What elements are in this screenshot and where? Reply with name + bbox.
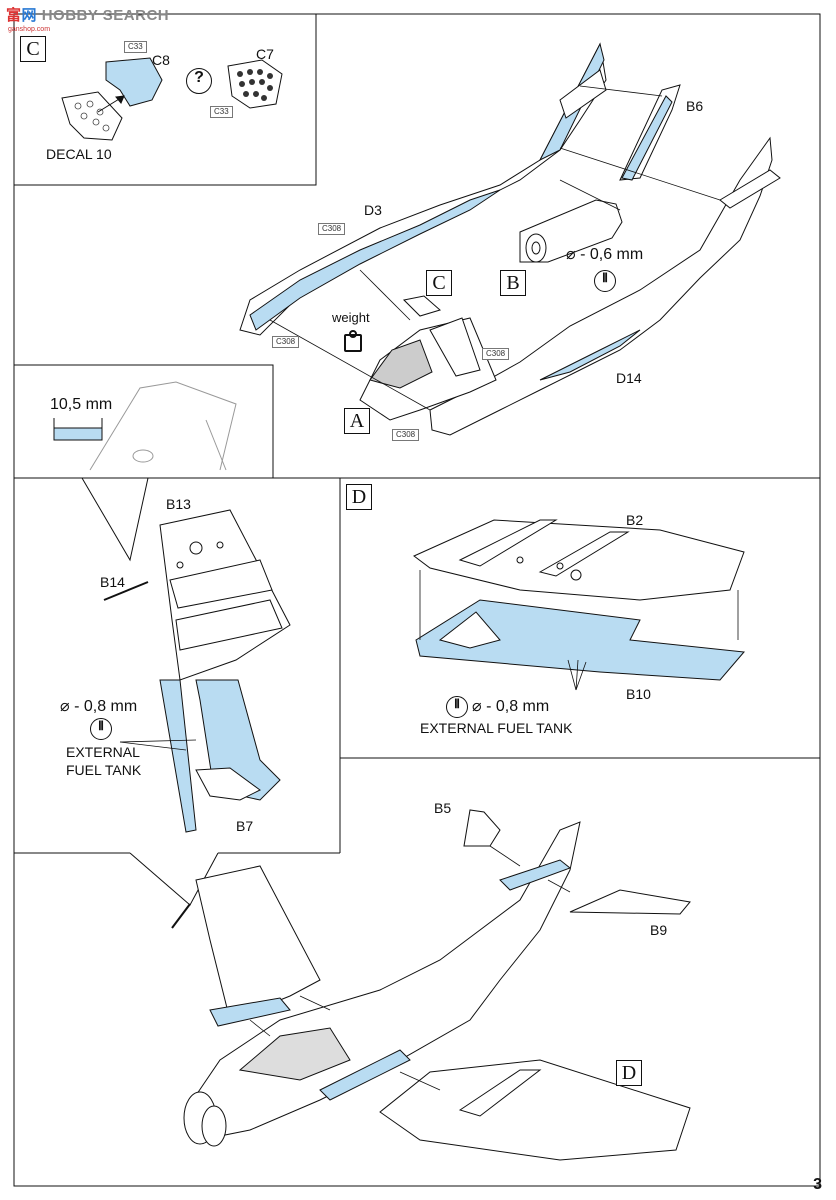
label-d14: D14 [616,370,642,386]
inset-c-frame [14,14,317,186]
page-frame [13,13,821,1187]
label-weight: weight [332,310,370,325]
part-b6 [619,84,681,181]
label-c7: C7 [256,46,274,62]
question-mark-icon: ? [186,68,212,94]
label-fuel-tank-left: FUEL TANK [66,762,142,778]
step-c-callout: C [426,270,452,296]
wing-tip-outline [89,381,237,471]
assembly-wing-right [379,1059,691,1161]
step-d-callout: D [616,1060,642,1086]
drill-icon-left: ⦀ [90,718,112,740]
assembly-fuselage [183,821,581,1147]
ref-c308-a: C308 [318,223,346,235]
cockpit-nose [359,295,497,421]
panel-c8 [105,57,163,107]
label-b13: B13 [166,496,191,512]
drill-icon-right: ⦀ [446,696,468,718]
label-b2: B2 [626,512,644,528]
label-drill-0-6: ⌀ - 0,6 mm [566,246,644,263]
part-b9 [569,889,691,915]
assembly-rod [171,903,191,929]
weight-icon [344,330,362,352]
wing-b13 [159,509,291,681]
decal-10-panel [61,91,123,141]
ref-c33-a: C33 [124,41,147,53]
step-a-callout: A [344,408,370,434]
fuselage-half-d3 [239,42,607,336]
tank-b [519,199,623,263]
ref-c33-b: C33 [210,106,233,118]
callout-wedge-1 [81,477,149,562]
measure-mark [53,418,103,441]
ref-c308-d: C308 [392,429,420,441]
step-c-badge: C [20,36,46,62]
label-b10: B10 [626,686,651,702]
label-b5: B5 [434,800,452,816]
wing-b2 [413,519,745,601]
label-b7: B7 [236,818,254,834]
ref-c308-b: C308 [272,336,300,348]
label-external-fuel-tank-right: EXTERNAL FUEL TANK [420,720,573,736]
watermark-url: ganshop.com [8,26,51,33]
ref-c308-c: C308 [482,348,510,360]
label-b6: B6 [686,98,704,114]
label-d3: D3 [364,202,382,218]
wing-b10 [415,599,745,681]
assembly-wing-left [195,865,321,1027]
inset-measure-frame [14,364,274,478]
label-drill-0-8-left: ⌀ - 0,8 mm [60,698,138,715]
part-b5 [463,809,501,847]
label-drill-0-8-right: ⌀ - 0,8 mm [472,698,550,715]
watermark-logo: 富网 HOBBY SEARCH [6,7,170,24]
label-b9: B9 [650,922,668,938]
fuselage-tail-d14 [429,136,781,436]
step-b-callout: B [500,270,526,296]
page-number: 3 [813,1176,822,1193]
label-external-left: EXTERNAL [66,744,140,760]
drill-icon: ⦀ [594,270,616,292]
rod-b14 [103,581,149,601]
wing-part-b7 [159,679,281,833]
label-decal-10: DECAL 10 [46,146,112,162]
label-measure: 10,5 mm [50,396,113,413]
panel-c7 [227,59,283,109]
label-c8: C8 [152,52,170,68]
label-b14: B14 [100,574,125,590]
step-d-badge: D [346,484,372,510]
